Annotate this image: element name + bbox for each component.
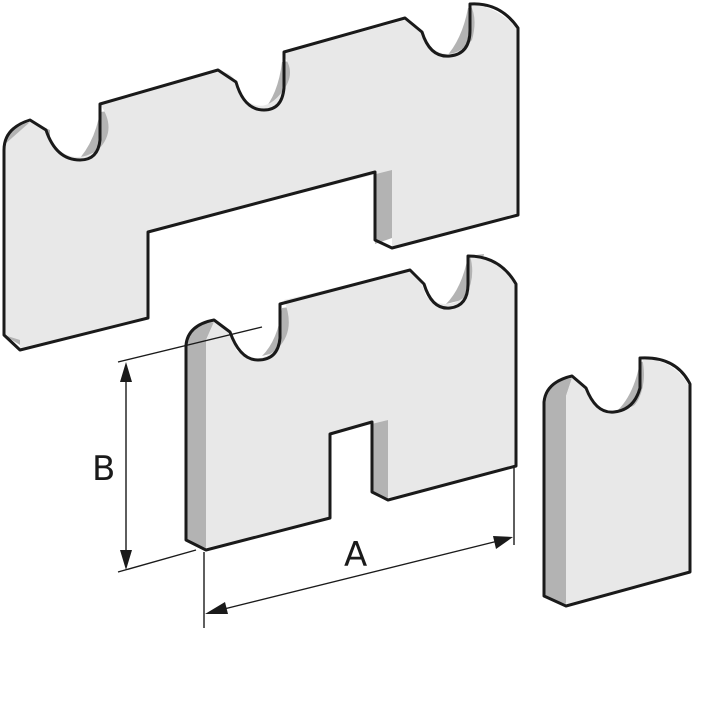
dimension-a-line [219, 540, 499, 611]
dimension-a-label: A [344, 535, 367, 575]
small-plate-left-edge [544, 378, 572, 604]
small-spacer-plate [542, 356, 692, 608]
dimension-b-arrow-top [120, 362, 132, 382]
dimension-b-label: B [92, 449, 115, 489]
medium-spacer-plate [184, 254, 518, 552]
dimension-a-arrow-left [205, 602, 228, 614]
large-plate-outline [2, 2, 520, 352]
large-plate-face [4, 4, 518, 348]
dimension-b-extension-top [117, 326, 263, 363]
large-plate-cutout-wall [375, 168, 392, 244]
medium-plate-face [206, 256, 516, 548]
dimension-b-arrow-bottom [120, 550, 132, 570]
medium-plate-slot-wall [372, 420, 388, 498]
dimension-b: B [92, 326, 263, 573]
small-plate-outline [542, 356, 692, 608]
small-plate-face [566, 358, 690, 604]
large-spacer-plate [2, 2, 520, 352]
medium-plate-left-edge [186, 322, 214, 548]
dimension-a: A [203, 468, 515, 628]
dimension-a-arrow-right [493, 536, 513, 549]
dimension-b-extension-bottom [117, 549, 197, 573]
